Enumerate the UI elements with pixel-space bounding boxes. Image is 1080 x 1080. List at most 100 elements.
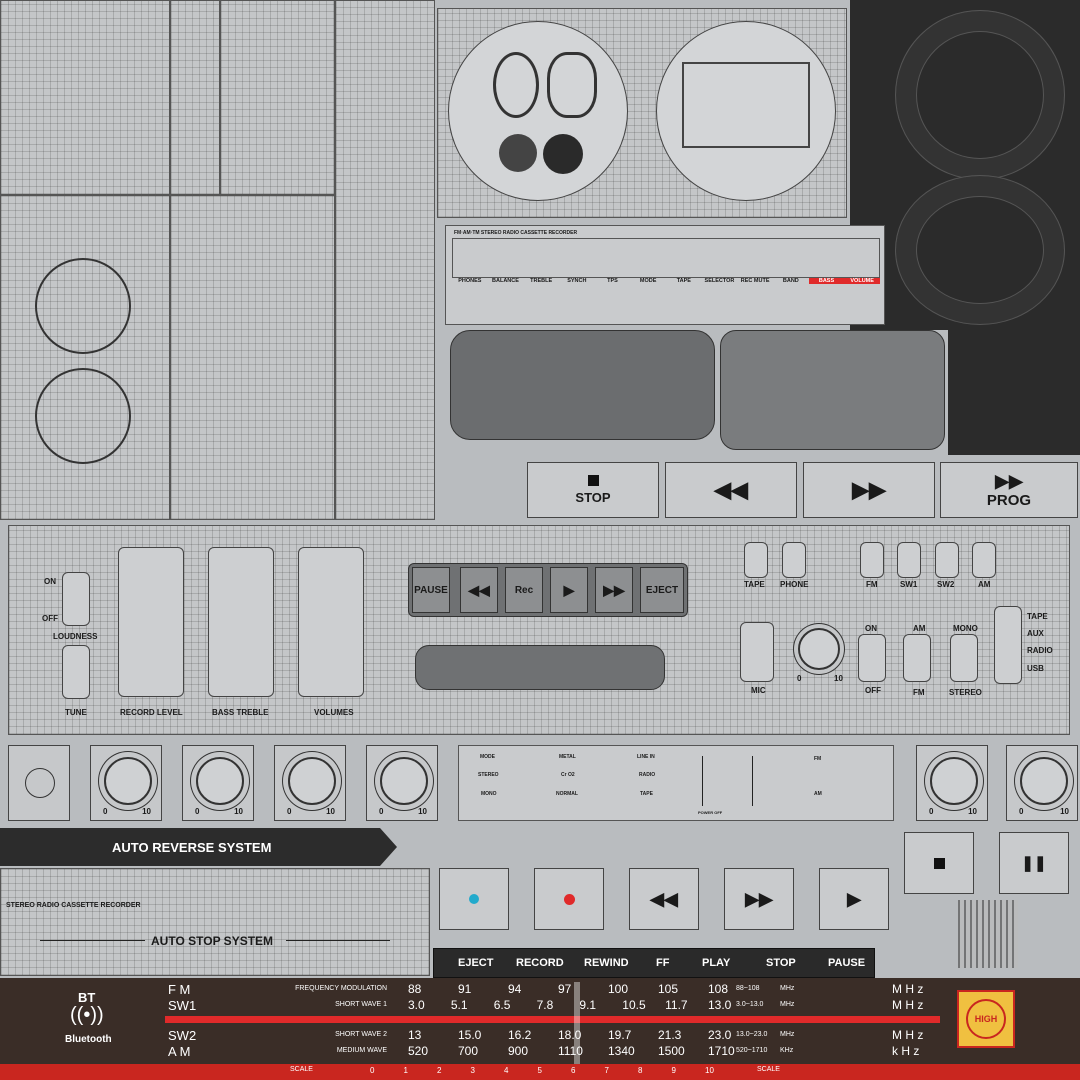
power-switch[interactable] [858, 634, 886, 682]
scale-number-6: 6 [571, 1066, 576, 1075]
function-label-strip: FM·AM·TM STEREO RADIO CASSETTE RECORDER … [445, 225, 885, 325]
ctrl-play[interactable]: PLAY [702, 957, 731, 969]
cue-button[interactable] [439, 868, 509, 930]
strip-label-treble: TREBLE [530, 278, 553, 284]
prog-big-label: PROG [986, 492, 1032, 509]
scale-label-left: SCALE [290, 1066, 313, 1073]
rewind-button[interactable]: ◀◀ [629, 868, 699, 930]
strip-label-phones: PHONES [458, 278, 482, 284]
dial-desc-1: SHORT WAVE 1 [335, 1001, 387, 1008]
rewind-big-button[interactable]: ◀◀ [665, 462, 797, 518]
mono-stereo-switch[interactable] [950, 634, 978, 682]
mic-level-knob[interactable] [798, 628, 840, 670]
strip-title: FM·AM·TM STEREO RADIO CASSETTE RECORDER [454, 230, 578, 236]
loudness-switch[interactable] [62, 572, 90, 626]
fast-forward-prog-icon: ▶▶ [995, 471, 1023, 491]
dial-value-1-7: 13.0 [708, 998, 732, 1012]
auto-stop-rule-right [286, 940, 390, 941]
dial-value-1-6: 11.7 [665, 998, 688, 1012]
woofer-upper [895, 10, 1065, 180]
blank-knob-circle [25, 768, 55, 798]
ff-deck-button[interactable]: ▶▶ [595, 567, 633, 613]
bluetooth-label: Bluetooth [65, 1034, 112, 1045]
tape-select-button[interactable] [744, 542, 768, 578]
am-band-label: AM [978, 580, 991, 589]
sw-metal-label: METAL [559, 754, 576, 760]
dial-unit-small-0: MHz [780, 985, 795, 992]
strip-label-band: BAND [782, 278, 799, 284]
tune-slider[interactable] [62, 645, 90, 699]
dial-value-1-2: 6.5 [493, 998, 511, 1012]
dial-unit-2: M H z [892, 1028, 924, 1042]
am-fm-am-label: AM [913, 624, 926, 633]
fast-forward-icon: ▶▶ [745, 888, 773, 909]
dial-value-0-5: 105 [658, 982, 679, 996]
forward-big-button[interactable]: ▶▶ [803, 462, 935, 518]
sw-mode-label: MODE [480, 754, 495, 760]
dial-unit-3: k H z [892, 1044, 920, 1058]
dial-desc-3: MEDIUM WAVE [336, 1047, 387, 1054]
strip-label-tps: TPS [607, 278, 618, 284]
scale-number-5: 5 [537, 1066, 542, 1075]
bass-treble-slider[interactable] [208, 547, 274, 697]
reel-hub-triple [547, 52, 597, 118]
dial-value-0-6: 108 [708, 982, 729, 996]
rewind-deck-button[interactable]: ◀◀ [460, 567, 498, 613]
sw-tape-label: TAPE [640, 791, 653, 797]
volumes-slider[interactable] [298, 547, 364, 697]
ctrl-stop[interactable]: STOP [766, 957, 796, 969]
fm-band-label: FM [866, 580, 878, 589]
ctrl-pause[interactable]: PAUSE [828, 957, 866, 969]
play-button[interactable]: ▶ [819, 868, 889, 930]
ctrl-record[interactable]: RECORD [516, 957, 564, 969]
on-label: ON [44, 577, 56, 586]
ctrl-ff[interactable]: FF [656, 957, 670, 969]
knob-max: 10 [326, 807, 335, 816]
play-deck-button[interactable]: ▶ [550, 567, 588, 613]
am-band-button[interactable] [972, 542, 996, 578]
high-badge-label: HIGH [974, 1014, 998, 1024]
pause-button[interactable]: ❚❚ [999, 832, 1069, 894]
rec-deck-button[interactable]: Rec [505, 567, 543, 613]
dial-value-0-4: 100 [608, 982, 629, 996]
off-label: OFF [42, 614, 58, 623]
dial-value-1-5: 10.5 [622, 998, 646, 1012]
prog-big-button[interactable]: ▶▶ PROG [940, 462, 1078, 518]
knob-min: 0 [379, 807, 384, 816]
stop-big-button[interactable]: STOP [527, 462, 659, 518]
eject-deck-button[interactable]: EJECT [640, 567, 684, 613]
side-panel-strip [335, 0, 435, 520]
pause-deck-button[interactable]: PAUSE [412, 567, 450, 613]
record-button[interactable] [534, 868, 604, 930]
strip-label-synch: SYNCH [567, 278, 587, 284]
sw1-band-button[interactable] [897, 542, 921, 578]
scale-number-9: 9 [671, 1066, 676, 1075]
dial-unit-small-1: MHz [780, 1001, 795, 1008]
am-fm-switch[interactable] [903, 634, 931, 682]
record-dot-icon [563, 893, 575, 905]
ctrl-rewind[interactable]: REWIND [584, 957, 629, 969]
fm-band-button[interactable] [860, 542, 884, 578]
auto-reverse-banner: AUTO REVERSE SYSTEM [0, 828, 397, 866]
sw2-band-button[interactable] [935, 542, 959, 578]
record-level-slider[interactable] [118, 547, 184, 697]
ctrl-eject[interactable]: EJECT [458, 957, 494, 969]
stop-button[interactable] [904, 832, 974, 894]
phone-select-button[interactable] [782, 542, 806, 578]
mic-slider[interactable] [740, 622, 774, 682]
source-selector[interactable] [994, 606, 1022, 684]
woofer-lower [895, 175, 1065, 325]
dial-value-2-1: 15.0 [458, 1028, 482, 1042]
fast-forward-button[interactable]: ▶▶ [724, 868, 794, 930]
sw-fm-label: FM [814, 756, 822, 762]
sw-normal-label: NORMAL [556, 791, 578, 797]
strip-window [452, 238, 880, 278]
power-on-label: ON [865, 624, 877, 633]
